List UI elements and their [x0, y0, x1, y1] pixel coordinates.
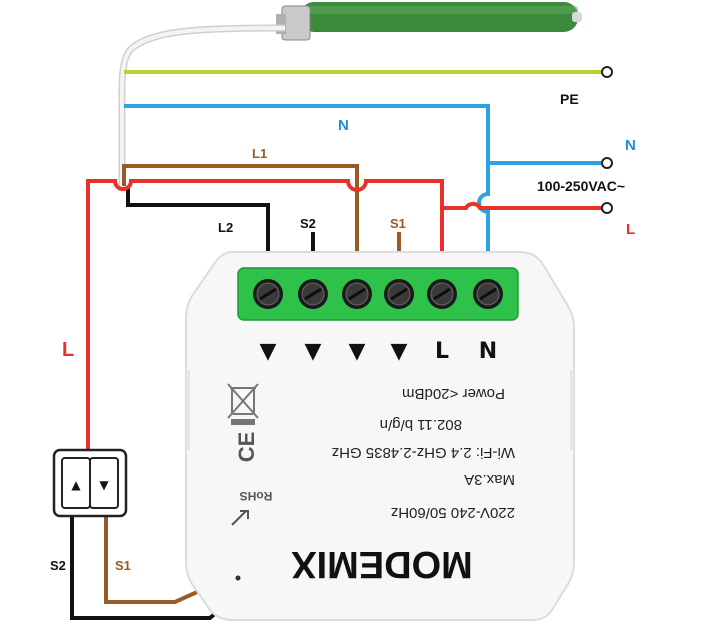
spec-wifi-frequency: Wi-Fi: 2.4 GHz-2.4835 GHz — [332, 444, 515, 461]
roller-motor — [276, 2, 582, 41]
terminal-l-screw — [427, 279, 457, 309]
label-s2-top: S2 — [300, 216, 316, 231]
terminal-s2-screw — [298, 279, 328, 309]
label-n-top: N — [338, 117, 349, 134]
label-l1: L1 — [252, 146, 267, 161]
spec-wifi-standard: 802.11 b/g/n — [380, 416, 462, 433]
terminal-s1-screw — [384, 279, 414, 309]
pe-terminal — [601, 66, 613, 78]
label-l-right: L — [626, 221, 635, 238]
label-n-right: N — [625, 137, 636, 154]
label-s1-bottom: S1 — [115, 558, 131, 573]
l1-wire — [122, 164, 359, 268]
l-bus-wire — [86, 179, 444, 450]
n-wire — [124, 104, 490, 268]
ce-mark: CE — [234, 432, 259, 463]
label-voltage: 100-250VAC~ — [537, 178, 625, 194]
terminal-l1-label: ▼ — [349, 339, 366, 364]
spec-voltage: 220V-240 50/60Hz — [391, 504, 515, 521]
label-pe: PE — [560, 91, 579, 107]
label-l-left: L — [62, 339, 74, 361]
terminal-l1-screw — [342, 279, 372, 309]
brand-logo: MODEMIX — [291, 543, 473, 585]
rohs-leaf-icon — [231, 510, 249, 526]
rohs-mark: RoHS — [240, 489, 273, 503]
module-indicator-dot — [235, 575, 241, 581]
l2-wire — [126, 186, 270, 268]
spec-text-group: Power <20dBm 802.11 b/g/n Wi-Fi: 2.4 GHz… — [332, 385, 515, 521]
terminal-l2-screw — [253, 279, 283, 309]
spec-max-current: Max.3A — [464, 471, 515, 488]
terminal-labels: ▼ ▼ ▼ ▼ L N — [260, 339, 498, 364]
terminal-s2-label: ▼ — [305, 339, 322, 364]
weee-bin-icon — [227, 383, 259, 425]
label-s1-top: S1 — [390, 216, 406, 231]
switch-up-icon[interactable]: ▲ — [71, 478, 81, 492]
s1-wire-bottom — [104, 515, 207, 604]
label-l2: L2 — [218, 220, 233, 235]
terminal-n-label: N — [479, 339, 497, 364]
switch-down-icon[interactable]: ▼ — [99, 478, 109, 492]
terminal-n-screw — [473, 279, 503, 309]
terminal-s1-label: ▼ — [391, 339, 408, 364]
l-wire — [442, 201, 607, 210]
wall-switch — [52, 448, 128, 518]
terminal-l-label: L — [435, 339, 449, 364]
terminal-block — [237, 267, 519, 321]
l-terminal — [601, 202, 613, 214]
smart-module — [185, 251, 575, 621]
label-s2-bottom: S2 — [50, 558, 66, 573]
n-terminal — [601, 157, 613, 169]
spec-power: Power <20dBm — [402, 385, 505, 402]
terminal-l2-label: ▼ — [260, 339, 277, 364]
